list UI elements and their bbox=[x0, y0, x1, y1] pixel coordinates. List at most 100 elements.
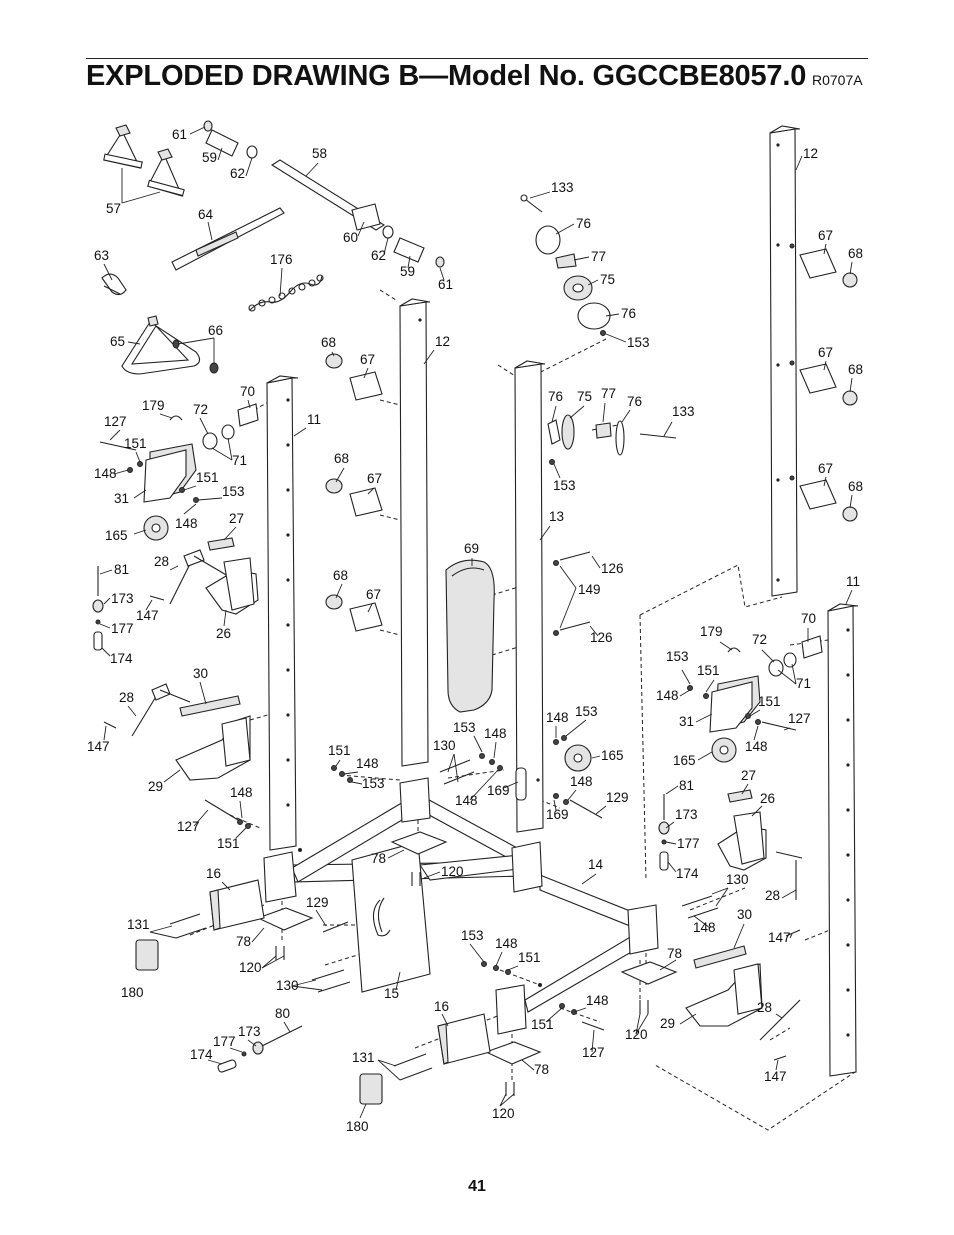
part-callout: 165 bbox=[601, 748, 624, 763]
part-callout: 61 bbox=[438, 277, 453, 292]
part-callout: 31 bbox=[679, 714, 694, 729]
part-callout: 57 bbox=[106, 201, 121, 216]
part-callout: 179 bbox=[700, 624, 723, 639]
part-callout: 153 bbox=[222, 484, 245, 499]
part-callout: 177 bbox=[111, 621, 134, 636]
part-callout: 12 bbox=[803, 146, 818, 161]
part-callout: 28 bbox=[154, 554, 169, 569]
part-callout: 147 bbox=[764, 1069, 787, 1084]
part-callout: 78 bbox=[534, 1062, 549, 1077]
pulley-group-mid bbox=[547, 414, 677, 465]
part-callout: 149 bbox=[578, 582, 601, 597]
part-callout: 151 bbox=[196, 470, 219, 485]
part-callout: 174 bbox=[676, 866, 699, 881]
part-callout: 76 bbox=[576, 216, 591, 231]
carriage-31-left bbox=[99, 403, 259, 541]
part-callout: 69 bbox=[464, 541, 479, 556]
part-callout: 147 bbox=[136, 608, 159, 623]
part-callout: 173 bbox=[111, 591, 134, 606]
part-callout: 130 bbox=[433, 738, 456, 753]
part-callout: 12 bbox=[435, 334, 450, 349]
part-callout: 28 bbox=[765, 888, 780, 903]
sleeve-16-right bbox=[437, 1013, 491, 1065]
part-callout: 68 bbox=[848, 362, 863, 377]
part-callout: 16 bbox=[206, 866, 221, 881]
part-callout: 120 bbox=[239, 960, 262, 975]
part-callout: 148 bbox=[570, 774, 593, 789]
part-callout: 78 bbox=[371, 851, 386, 866]
part-callout: 127 bbox=[177, 819, 200, 834]
upright-12-right bbox=[769, 125, 801, 597]
part-callout: 148 bbox=[94, 466, 117, 481]
part-callout: 30 bbox=[737, 907, 752, 922]
part-callout: 15 bbox=[384, 986, 399, 1001]
part-callout: 81 bbox=[679, 778, 694, 793]
sleeves-67-68 bbox=[325, 243, 858, 632]
part-callout: 147 bbox=[87, 739, 110, 754]
upright-11-left bbox=[266, 375, 299, 851]
part-callout: 67 bbox=[818, 228, 833, 243]
part-callout: 67 bbox=[367, 471, 382, 486]
part-callout: 131 bbox=[127, 917, 150, 932]
part-callout: 151 bbox=[217, 836, 240, 851]
part-callout: 62 bbox=[230, 166, 245, 181]
drawing-code: R0707A bbox=[812, 72, 863, 88]
part-callout: 59 bbox=[400, 264, 415, 279]
part-callout: 165 bbox=[673, 753, 696, 768]
part-callout: 151 bbox=[697, 663, 720, 678]
part-callout: 62 bbox=[371, 248, 386, 263]
part-callout: 153 bbox=[461, 928, 484, 943]
center-hardware bbox=[439, 735, 603, 819]
backrest-69 bbox=[445, 559, 495, 713]
part-callout: 29 bbox=[660, 1016, 675, 1031]
part-callout: 126 bbox=[590, 630, 613, 645]
part-callout: 151 bbox=[124, 436, 147, 451]
part-callout: 60 bbox=[343, 230, 358, 245]
part-callout: 130 bbox=[276, 978, 299, 993]
part-callout: 151 bbox=[758, 694, 781, 709]
part-callout: 153 bbox=[666, 649, 689, 664]
upright-11-right bbox=[827, 603, 859, 1077]
sleeve-16-left bbox=[209, 879, 265, 931]
strap-64 bbox=[171, 207, 285, 271]
part-callout: 68 bbox=[321, 335, 336, 350]
part-callout: 28 bbox=[119, 690, 134, 705]
part-callout: 148 bbox=[356, 756, 379, 771]
part-callout: 148 bbox=[546, 710, 569, 725]
snap-63 bbox=[101, 273, 127, 296]
part-callout: 31 bbox=[114, 491, 129, 506]
part-callout: 151 bbox=[518, 950, 541, 965]
part-callout: 151 bbox=[531, 1017, 554, 1032]
part-callout: 133 bbox=[672, 404, 695, 419]
lat-bar-58 bbox=[203, 120, 445, 268]
part-callout: 61 bbox=[172, 127, 187, 142]
part-callout: 13 bbox=[549, 509, 564, 524]
part-callout: 67 bbox=[818, 461, 833, 476]
part-callout: 148 bbox=[656, 688, 679, 703]
part-callout: 153 bbox=[627, 335, 650, 350]
part-callout: 148 bbox=[745, 739, 768, 754]
arm-bracket-26-left bbox=[92, 537, 259, 651]
part-callout: 153 bbox=[453, 720, 476, 735]
part-callout: 27 bbox=[229, 511, 244, 526]
part-callout: 76 bbox=[548, 389, 563, 404]
part-callout: 169 bbox=[487, 783, 510, 798]
part-callout: 173 bbox=[675, 807, 698, 822]
part-callout: 65 bbox=[110, 334, 125, 349]
part-callout: 148 bbox=[495, 936, 518, 951]
base-frame-14 bbox=[263, 777, 659, 1035]
part-callout: 169 bbox=[546, 807, 569, 822]
carriage-31-right bbox=[687, 635, 823, 763]
part-callout: 120 bbox=[441, 864, 464, 879]
pulley-group-top bbox=[520, 194, 611, 336]
part-callout: 180 bbox=[346, 1119, 369, 1134]
part-callout: 77 bbox=[591, 249, 606, 264]
part-callout: 126 bbox=[601, 561, 624, 576]
part-callout: 11 bbox=[846, 574, 860, 589]
base-plates-78 bbox=[256, 831, 678, 1096]
part-callout: 120 bbox=[492, 1106, 515, 1121]
part-callout: 120 bbox=[625, 1027, 648, 1042]
part-callout: 26 bbox=[216, 626, 231, 641]
bolts-126 bbox=[553, 551, 591, 636]
